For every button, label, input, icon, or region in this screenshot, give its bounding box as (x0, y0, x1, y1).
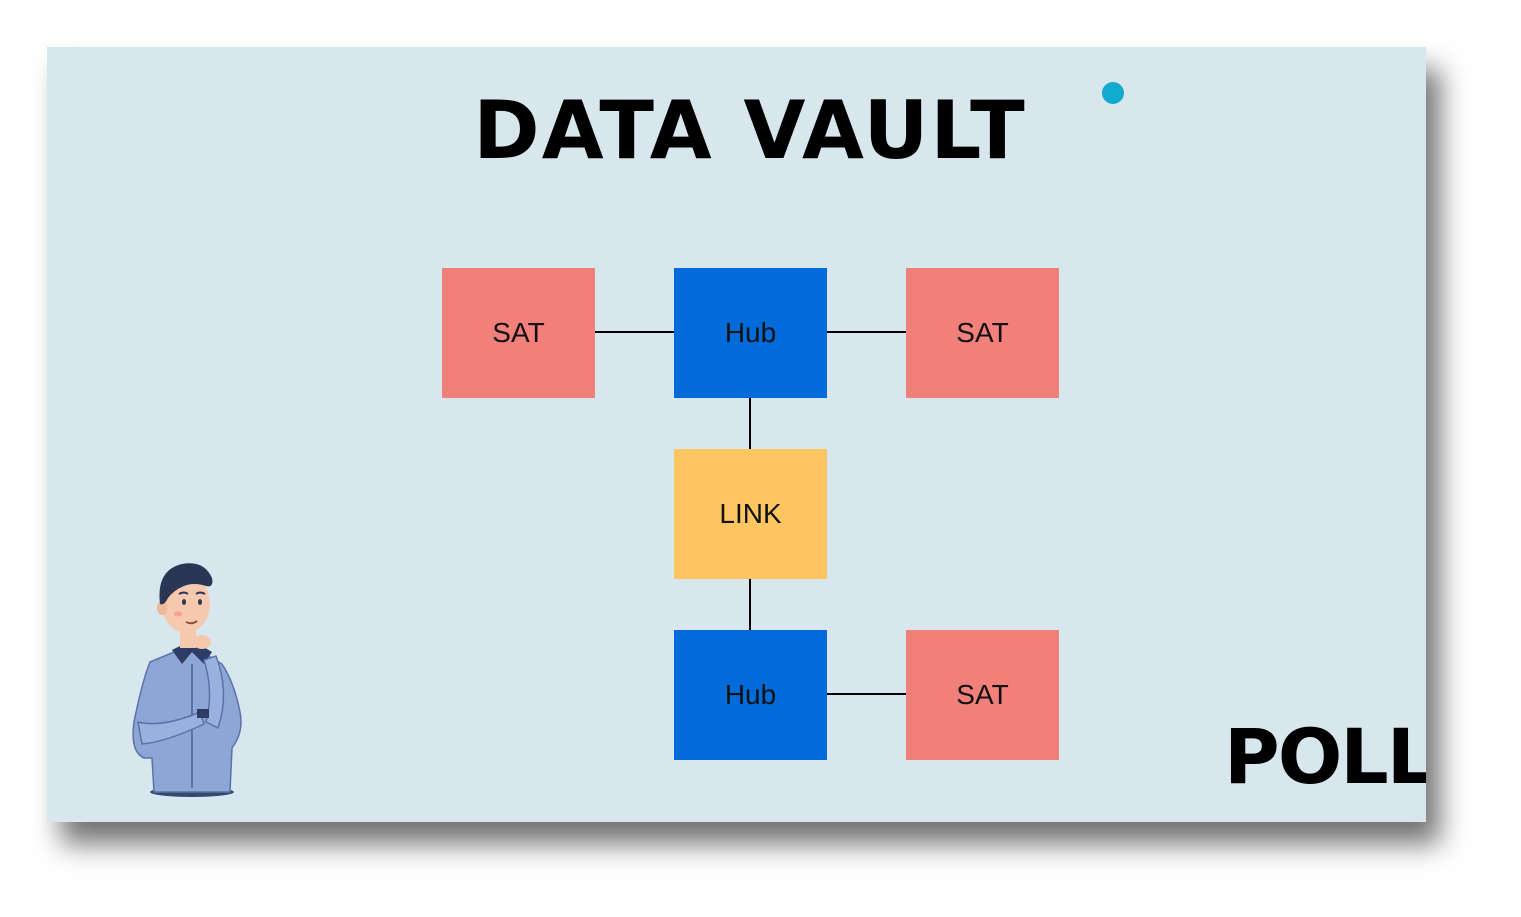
node-label: SAT (956, 679, 1009, 710)
edge-link-hub-bottom (749, 579, 751, 630)
hub-box-top: Hub (674, 268, 827, 398)
slide-title: DATA VAULT (473, 84, 1027, 177)
node-label: LINK (719, 498, 782, 529)
accent-dot (1102, 82, 1124, 104)
node-label: Hub (724, 679, 777, 710)
node-label: SAT (956, 317, 1009, 348)
slide: DATA VAULT SAT Hub SAT LINK Hub SAT (47, 47, 1426, 822)
edge-hub-bottom-sat-bottom-right (827, 693, 906, 695)
sat-box-bottom-right: SAT (906, 630, 1059, 760)
poll-label: POLL (1224, 712, 1426, 801)
sat-box-top-right: SAT (906, 268, 1059, 398)
link-box: LINK (674, 449, 827, 579)
node-label: SAT (492, 317, 545, 348)
sat-box-top-left: SAT (442, 268, 595, 398)
edge-hub-top-link (749, 398, 751, 449)
hub-box-bottom: Hub (674, 630, 827, 760)
node-label: Hub (724, 317, 777, 348)
edge-hub-top-sat-top-right (827, 331, 906, 333)
edge-sat-top-left-hub-top (595, 331, 674, 333)
thinking-person-icon (132, 563, 242, 797)
